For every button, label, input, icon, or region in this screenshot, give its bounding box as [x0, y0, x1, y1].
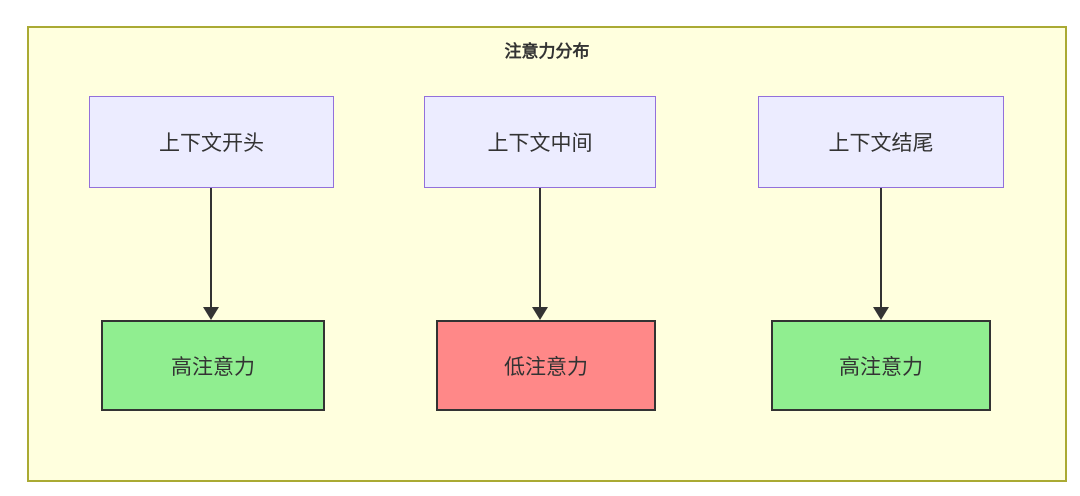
node-context-end: 上下文结尾: [758, 96, 1004, 188]
arrowhead-icon: [203, 307, 219, 320]
attention-distribution-cluster: 注意力分布 上下文开头 高注意力 上下文中间 低注意力 上下文结尾 高注意力: [27, 26, 1067, 482]
arrow-shaft: [539, 188, 541, 309]
diagram-title: 注意力分布: [504, 42, 590, 61]
node-low-attention: 低注意力: [436, 320, 656, 411]
node-context-beginning: 上下文开头: [89, 96, 334, 188]
arrow-shaft: [210, 188, 212, 309]
down-arrow-icon: [203, 188, 219, 320]
node-high-attention-right: 高注意力: [771, 320, 991, 411]
node-high-attention-left: 高注意力: [101, 320, 325, 411]
node-context-middle: 上下文中间: [424, 96, 656, 188]
arrowhead-icon: [532, 307, 548, 320]
down-arrow-icon: [873, 188, 889, 320]
arrow-shaft: [880, 188, 882, 309]
down-arrow-icon: [532, 188, 548, 320]
arrowhead-icon: [873, 307, 889, 320]
